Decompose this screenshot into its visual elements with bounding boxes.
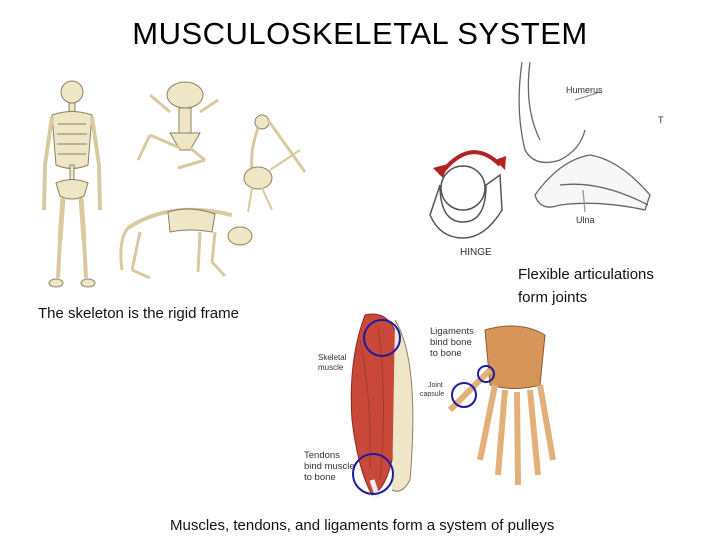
skeletal-muscle-label-1: Skeletal	[318, 353, 347, 362]
joints-caption-line-1: Flexible articulations	[518, 266, 654, 283]
human-skeleton-illustration	[42, 80, 102, 288]
slide-title: MUSCULOSKELETAL SYSTEM	[132, 16, 588, 51]
joint-capsule-label-2: capsule	[420, 391, 444, 398]
joint-capsule-label-1: Joint	[428, 382, 443, 389]
joints-caption-line-2: form joints	[518, 289, 588, 306]
highlight-circle-muscle	[363, 319, 401, 357]
tendons-label-2: bind muscle	[304, 461, 355, 472]
skeletal-muscle-label-2: muscle	[318, 363, 344, 372]
hinge-diagram: HINGE	[429, 150, 506, 258]
arm-muscle-diagram	[350, 313, 414, 499]
frog-skeleton-illustration	[136, 81, 219, 170]
tendons-label-1: Tendons	[304, 450, 340, 461]
highlight-circle-tendon	[352, 453, 394, 495]
t-label: T	[658, 115, 664, 125]
bird-skeleton-illustration	[243, 114, 307, 213]
skeleton-caption: The skeleton is the rigid frame	[38, 305, 239, 322]
hinge-label: HINGE	[460, 247, 492, 258]
ligaments-label-1: Ligaments	[430, 326, 474, 337]
humerus-label: Humerus	[566, 85, 603, 95]
joints-caption: Flexible articulations form joints	[518, 263, 654, 309]
pulleys-caption: Muscles, tendons, and ligaments form a s…	[170, 517, 555, 534]
ulna-label: Ulna	[576, 215, 595, 225]
hand-skeleton-illustration	[447, 325, 556, 486]
highlight-circle-ligament	[477, 365, 495, 383]
tendons-label-3: to bone	[304, 472, 336, 483]
highlight-circle-joint-capsule	[451, 382, 477, 408]
elbow-diagram: Humerus Ulna T	[518, 61, 664, 225]
ligaments-label-2: bind bone	[430, 337, 472, 348]
ligaments-label-3: to bone	[430, 348, 462, 359]
cat-skeleton-illustration	[119, 207, 253, 280]
arm-diagram-labels: Skeletal muscle Ligaments bind bone to b…	[304, 326, 474, 483]
